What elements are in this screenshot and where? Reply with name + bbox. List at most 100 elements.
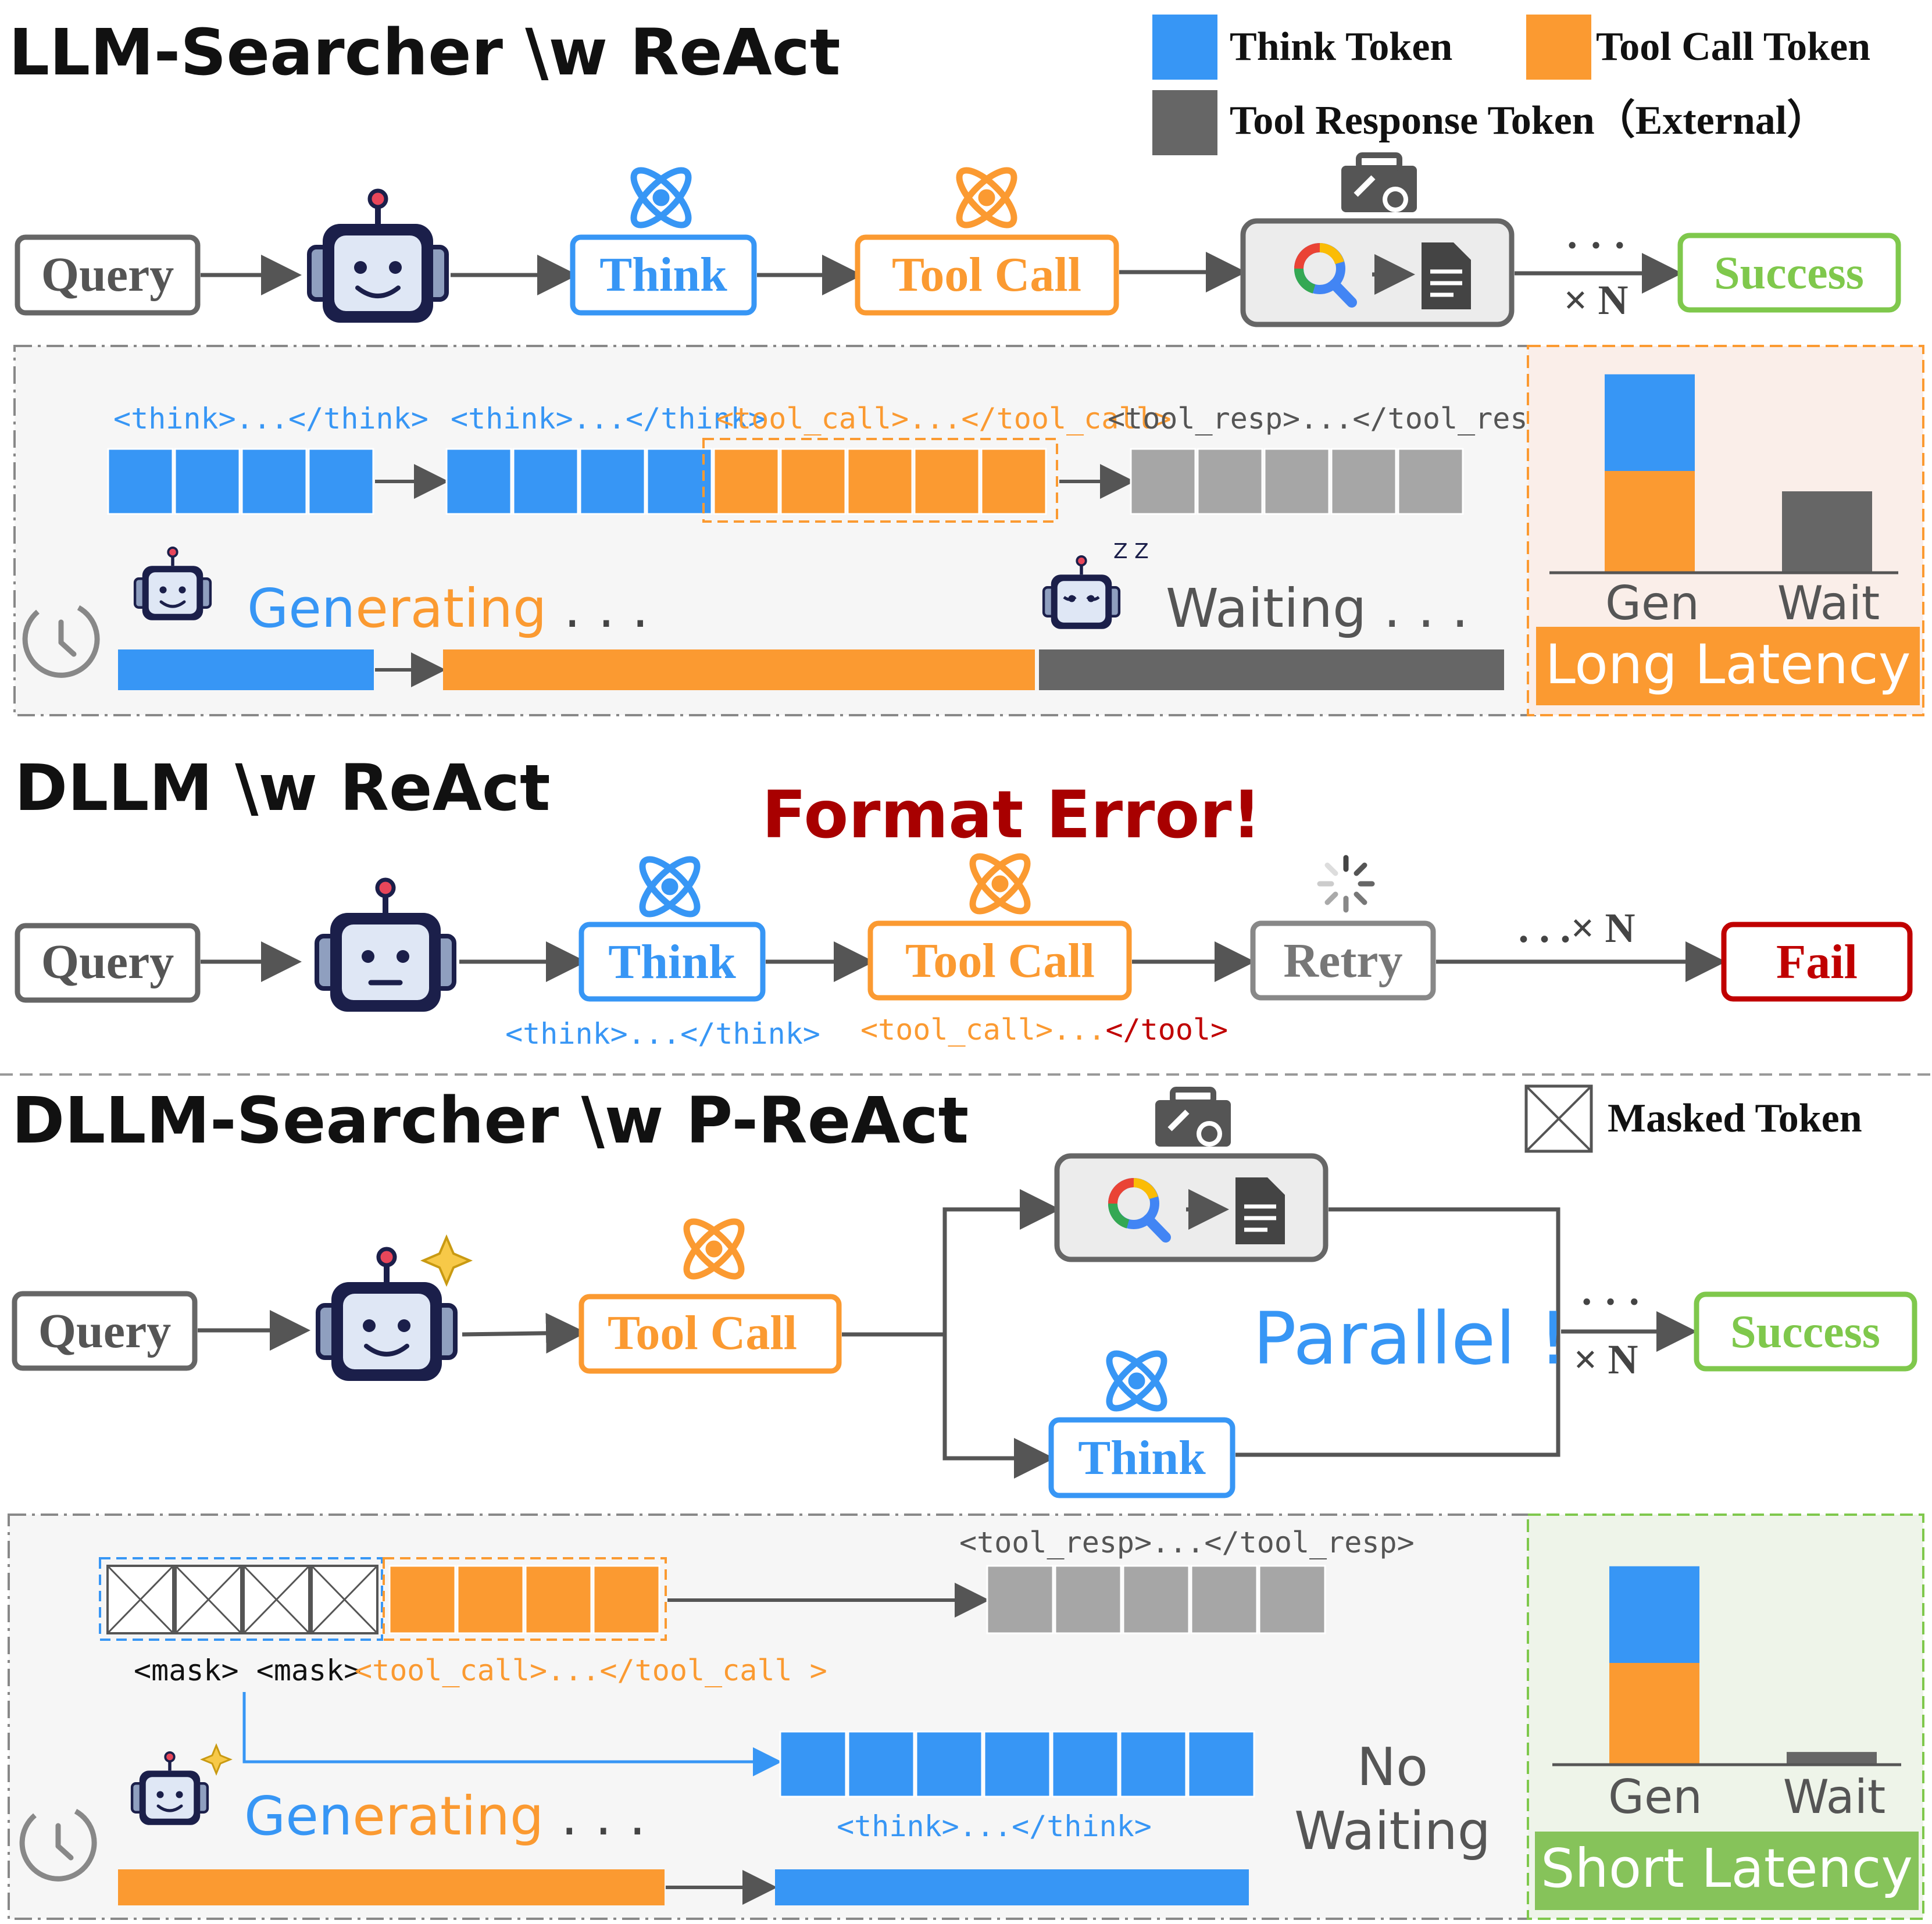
s3-merge-connector bbox=[1235, 1207, 1560, 1457]
s1-chart-gen-label: Gen bbox=[1605, 576, 1699, 630]
s3-toolcall-label: Tool Call bbox=[608, 1306, 797, 1360]
mask-cross bbox=[310, 1565, 378, 1634]
s3-robot-icon bbox=[318, 1249, 455, 1381]
s3-toolcall-dashed-frame bbox=[383, 1557, 667, 1641]
think-token bbox=[1119, 1730, 1187, 1798]
s2-fail-label: Fail bbox=[1776, 935, 1858, 989]
think-token bbox=[107, 448, 174, 515]
s2-toolcall-label: Tool Call bbox=[905, 934, 1095, 988]
s2-think-atom-icon bbox=[634, 851, 705, 922]
tool-response-token bbox=[1122, 1565, 1190, 1634]
s1-query-box bbox=[15, 234, 201, 316]
tool-call-token bbox=[592, 1565, 660, 1634]
bar-gen bbox=[1609, 1566, 1699, 1663]
s2-think-label: Think bbox=[608, 935, 736, 989]
tool-call-token bbox=[780, 448, 847, 515]
s1-toolcall-box bbox=[855, 234, 1119, 316]
s3-success-label: Success bbox=[1730, 1307, 1880, 1358]
s2-toolcall-box bbox=[867, 920, 1132, 1001]
bar-wait bbox=[1787, 1752, 1877, 1765]
s3-chart-wait-label: Wait bbox=[1783, 1770, 1886, 1824]
tool-response-token bbox=[1054, 1565, 1122, 1634]
s3-no-waiting-2: Waiting bbox=[1294, 1801, 1491, 1862]
think-token bbox=[512, 448, 579, 515]
s1-toolcall-atom-icon bbox=[951, 162, 1022, 233]
s3-gen-sparkle-icon bbox=[200, 1743, 233, 1776]
s1-think-tokens-2 bbox=[445, 448, 713, 515]
think-token bbox=[241, 448, 308, 515]
section2-title: DLLM \w ReAct bbox=[15, 751, 551, 825]
s1-latency-badge bbox=[1536, 627, 1920, 705]
legend-toolresp-swatch bbox=[1152, 90, 1217, 155]
bar-gen bbox=[1605, 374, 1695, 471]
legend-think-label: Think Token bbox=[1230, 24, 1452, 69]
think-token bbox=[579, 448, 646, 515]
s1-gen-think-bar bbox=[118, 649, 374, 690]
s3-times-n: × N bbox=[1573, 1336, 1638, 1383]
s3-success-box bbox=[1694, 1291, 1917, 1372]
s2-dots-n: . . .× N bbox=[1518, 905, 1635, 951]
s3-tag-think: <think>...</think> bbox=[837, 1809, 1152, 1843]
s1-wait-bar bbox=[1039, 649, 1504, 690]
s3-mask-to-think-arrow bbox=[242, 1692, 782, 1776]
s2-tag-toolcall-broken: </tool> bbox=[1105, 1013, 1228, 1047]
tool-response-token bbox=[1330, 448, 1397, 515]
s3-query-box bbox=[12, 1291, 198, 1371]
tool-call-token bbox=[713, 448, 780, 515]
legend-masked-cross-b bbox=[1525, 1085, 1592, 1152]
s3-latency-chart bbox=[1552, 1566, 1901, 1766]
mask-cross bbox=[174, 1565, 242, 1634]
s3-branch-to-think bbox=[942, 1334, 1055, 1479]
tool-response-token bbox=[1263, 448, 1330, 515]
s3-tag-toolresp: <tool_resp>...</tool_resp> bbox=[959, 1526, 1415, 1559]
s1-toolcall-tokens bbox=[713, 448, 1047, 515]
s3-arrow-2 bbox=[462, 1312, 587, 1354]
s1-think-box bbox=[570, 234, 757, 316]
s3-toolresp-tokens bbox=[986, 1565, 1326, 1634]
s3-think-box bbox=[1048, 1417, 1235, 1498]
tool-call-token bbox=[847, 448, 913, 515]
s1-think-label: Think bbox=[599, 248, 727, 302]
s3-toolcall-atom-icon bbox=[678, 1213, 749, 1284]
s1-generating: Generating . . . bbox=[247, 577, 649, 640]
s2-retry-box bbox=[1250, 920, 1436, 1001]
s3-generating-gen: Gen bbox=[244, 1785, 352, 1847]
s2-tag-think: <think>...</think> bbox=[505, 1017, 820, 1051]
think-token bbox=[983, 1730, 1051, 1798]
s2-tag-toolcall: <tool_call>...</tool> bbox=[860, 1013, 1228, 1047]
s1-think-atom-icon bbox=[626, 162, 697, 233]
s3-tag-mask: <mask> <mask> bbox=[134, 1654, 361, 1687]
tool-response-token bbox=[1258, 1565, 1326, 1634]
s3-toolbox-icon bbox=[1155, 1090, 1231, 1147]
tool-call-token bbox=[388, 1565, 456, 1634]
s1-tag-toolresp: <tool_resp>...</tool_resp> bbox=[1108, 402, 1563, 436]
think-token bbox=[646, 448, 713, 515]
s1-tag-toolcall: <tool_call>...</tool_call> bbox=[716, 402, 1172, 436]
s1-query-label: Query bbox=[41, 248, 174, 302]
s2-robot-icon bbox=[317, 880, 454, 1012]
s1-times-n: × N bbox=[1563, 277, 1628, 323]
s1-tag-think-2: <think>...</think> bbox=[451, 402, 766, 436]
tool-response-token bbox=[1197, 448, 1263, 515]
s2-think-box bbox=[578, 922, 766, 1002]
s3-robot-smile bbox=[364, 1344, 409, 1357]
s2-toolcall-atom-icon bbox=[965, 848, 1035, 919]
think-token bbox=[915, 1730, 983, 1798]
s3-chart-gen-label: Gen bbox=[1608, 1770, 1702, 1824]
s1-success-label: Success bbox=[1714, 248, 1864, 299]
s3-gen-think-bar bbox=[775, 1869, 1249, 1905]
think-token bbox=[1051, 1730, 1119, 1798]
s3-latency-badge bbox=[1535, 1832, 1919, 1910]
tool-call-token bbox=[980, 448, 1047, 515]
s3-robot-gen-smile bbox=[156, 1804, 183, 1812]
s3-parallel: Parallel ! bbox=[1253, 1297, 1567, 1381]
s3-gen-toolcall-bar bbox=[118, 1869, 665, 1905]
s2-tag-toolcall-open: <tool_call>... bbox=[860, 1013, 1105, 1047]
s1-generating-dots: . . . bbox=[547, 577, 648, 640]
s3-generating-erating: erating bbox=[352, 1785, 544, 1847]
think-token bbox=[445, 448, 512, 515]
s3-tag-toolcall: <tool_call>...</tool_call > bbox=[355, 1654, 827, 1687]
section1-title: LLM-Searcher \w ReAct bbox=[9, 15, 841, 90]
tool-call-token bbox=[913, 448, 980, 515]
